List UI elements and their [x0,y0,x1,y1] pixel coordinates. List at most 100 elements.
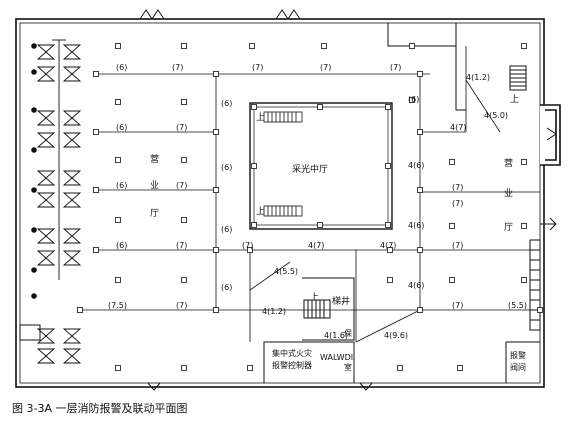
smoke-detector [457,365,463,371]
escalator-cone [36,139,56,148]
label-rt-d: (7) [452,183,463,192]
escalator-cone [62,132,82,141]
escalator-cone [36,192,56,201]
smoke-detector [213,247,219,253]
escalator-cone [36,132,56,141]
escalator-cone [62,73,82,82]
sales-left-2: 业 [150,180,159,191]
label-row4-f: (7) [452,241,463,250]
escalator-column [36,39,82,364]
wall-box-label: WALWDI [320,353,353,362]
label-col-b: (6) [221,163,232,172]
escalator-cone [62,44,82,53]
smoke-detector [521,159,527,165]
escalator-cone [36,335,56,344]
smoke-detector [115,365,121,371]
atrium-stairs [263,111,303,217]
stair-up-well: 上 [310,292,319,303]
label-row4-c: (7) [242,241,253,250]
escalator-cone [62,192,82,201]
label-row1-c: (7) [252,63,263,72]
smoke-detector [409,97,415,103]
smoke-detector [181,99,187,105]
label-row1-a: (6) [116,63,127,72]
sales-right-2: 业 [504,188,513,199]
escalator-cone [62,177,82,186]
escalator-cone [62,228,82,237]
label-rt-c: 4(7) [450,123,466,132]
smoke-detector [181,157,187,163]
label-cl-b: 4(1.2) [262,307,286,316]
escalator-cone [36,250,56,259]
smoke-detector [251,222,257,228]
sales-left-3: 厅 [150,208,159,219]
escalator-cone [62,51,82,60]
escalator-cone [36,44,56,53]
label-rt-a: 4(1.2) [466,73,490,82]
escalator-cone [36,73,56,82]
label-col-f: 4(6) [408,221,424,230]
controller-label-1: 集中式火灾 [272,348,312,358]
smoke-detector [251,163,257,169]
smoke-detector [409,43,415,49]
label-row1-b: (7) [172,63,183,72]
smoke-detector [317,104,323,110]
smoke-detector [449,159,455,165]
sales-left-1: 营 [150,153,159,165]
escalator-cone [62,250,82,259]
smoke-detector [385,222,391,228]
escalator-cone [62,170,82,179]
escalator-cone [62,110,82,119]
smoke-detector [115,99,121,105]
label-row4-a: (6) [116,241,127,250]
smoke-detector [181,277,187,283]
escalator-cone [62,335,82,344]
smoke-detector [387,277,393,283]
label-row4-b: (7) [176,241,187,250]
label-row5-b: (7) [176,301,187,310]
valve-room-label-2: 阀间 [510,363,526,372]
stairwell-label: 梯井 [332,295,350,307]
smoke-detector [247,247,253,253]
smoke-detector [213,71,219,77]
escalator-cone [36,110,56,119]
label-rt-e: (7) [452,199,463,208]
smoke-detector [521,43,527,49]
escalator-cone [36,328,56,337]
smoke-detector [385,104,391,110]
room-labels: 采光中厅 营 业 厅 营 业 厅 梯井 集中式火灾 报警控制器 保 WALWDI… [150,94,526,372]
label-row4-d: 4(7) [308,241,324,250]
smoke-detector [77,307,83,313]
smoke-detector [213,307,219,313]
escalator-cone [62,199,82,208]
smoke-detector [115,217,121,223]
escalator-cone [62,348,82,357]
escalator-cone [62,257,82,266]
room-label: 室 [344,362,352,372]
label-col-c: (6) [221,225,232,234]
smoke-detector [537,307,543,313]
smoke-detector [181,365,187,371]
smoke-detector [521,277,527,283]
figure-caption: 图 3-3A 一层消防报警及联动平面图 [12,402,188,415]
escalator-cone [62,328,82,337]
escalator-cone [62,66,82,75]
label-col-d: (6) [221,283,232,292]
smoke-detector [115,157,121,163]
escalator-cone [36,228,56,237]
label-cl-d: 4(9.6) [384,331,408,340]
service-rooms [19,23,557,383]
smoke-detector [213,187,219,193]
escalator-cone [62,139,82,148]
label-row4-e: 4(7) [380,241,396,250]
smoke-detector [93,71,99,77]
label-row5-c: (7) [452,301,463,310]
smoke-detector [181,217,187,223]
wire-segment [465,79,501,133]
controller-label-2: 报警控制器 [272,360,312,370]
smoke-detector [93,129,99,135]
escalator-cone [62,235,82,244]
smoke-detector [387,247,393,253]
wire-segment [249,261,291,291]
